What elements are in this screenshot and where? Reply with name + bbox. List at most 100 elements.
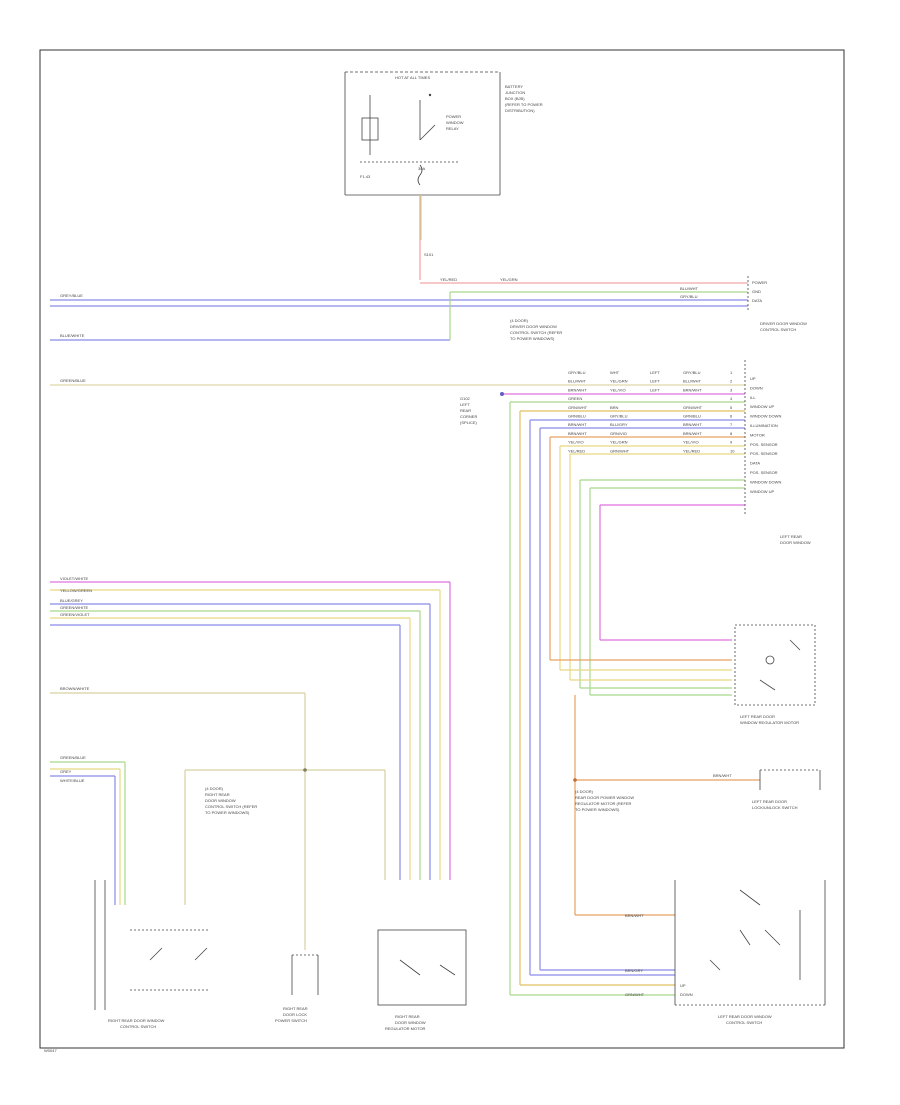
relay-label-2: WINDOW — [446, 120, 464, 125]
left-label-green-white: GREEN/WHITE — [60, 605, 89, 610]
terminal-label: ILLUMINATION — [750, 423, 778, 428]
connector-row-cell: GRN/WHT — [683, 405, 703, 410]
left-rear-motor-label-2: DOOR WINDOW — [780, 540, 811, 545]
left-label-white-blue: WHITE/BLUE — [60, 778, 85, 783]
connector-row-cell: 1 — [730, 370, 733, 375]
fuse-label: F1.43 — [360, 174, 371, 179]
mid-verticals — [509, 402, 760, 996]
connector-row-cell: GRN/WHT — [568, 405, 588, 410]
left-rear-motor-label-1: LEFT REAR — [780, 534, 802, 539]
term-data: DATA — [752, 298, 762, 303]
terminal-label: MOTOR — [750, 432, 765, 437]
bus-label-blu-wht: BLU/WHT — [680, 286, 699, 291]
rr-splice-note-5: TO POWER WINDOWS) — [205, 810, 250, 815]
term-power: POWER — [752, 280, 767, 285]
top-fuse-box: HOT AT ALL TIMES BATTERY JUNCTION BOX (B… — [344, 71, 543, 196]
connector-row-cell: LEFT — [650, 379, 660, 384]
top-bus: YEL/RED YEL/GRN BLU/WHT GRY/BLU GREY/BLU… — [50, 276, 807, 341]
connector-row-cell: YEL/VIO — [568, 440, 584, 445]
connector-row-cell: YEL/RED — [683, 448, 700, 453]
lr-switch-wire-2: BRN/GRY — [625, 968, 643, 973]
page-code: W0047 — [44, 1048, 57, 1053]
left-rear-lock-wire: BRN/WHT — [713, 773, 732, 778]
lr-switch-label-2: CONTROL SWITCH — [726, 1020, 762, 1025]
rr-lock-label-1: RIGHT REAR — [283, 1006, 308, 1011]
left-rear-window-switch: BRN/WHT BRN/GRY GRN/WHT UP DOWN LEFT REA… — [625, 880, 826, 1025]
connector-row-cell: 2 — [730, 379, 733, 384]
connector-row-cell: BRN/WHT — [683, 387, 702, 392]
connector-row-cell: GRN/BLU — [568, 414, 586, 419]
connector-row-cell: BRN/WHT — [683, 422, 702, 427]
left-splice-1: G102 — [460, 396, 471, 401]
terminal-label: WINDOW DOWN — [750, 479, 781, 484]
left-rear-lock-switch: BRN/WHT LEFT REAR DOOR LOCK/UNLOCK SWITC… — [575, 769, 821, 812]
terminal-label: WINDOW UP — [750, 489, 775, 494]
left-splice-5: (SPLICE) — [460, 420, 478, 425]
connector-row-cell: BLU/WHT — [683, 379, 702, 384]
connector-row-cell: YEL/GRN — [610, 440, 628, 445]
connector-row-cell: GRY/BLU — [683, 370, 701, 375]
connector-row-cell: 6 — [730, 414, 733, 419]
lr-switch-pin-down: DOWN — [680, 992, 693, 997]
lr-switch-label-1: LEFT REAR DOOR WINDOW — [718, 1014, 772, 1019]
right-rear-window-switch: RIGHT REAR DOOR WINDOW CONTROL SWITCH — [94, 880, 210, 1029]
fuse-note-2: JUNCTION — [505, 90, 525, 95]
left-rear-ctrl-note-2: REAR DOOR POWER WINDOW — [575, 795, 634, 800]
rr-splice-note-3: DOOR WINDOW — [205, 798, 236, 803]
left-label-grey: GREY — [60, 769, 72, 774]
connector-row-cell: GRY/BLU — [568, 370, 586, 375]
center-note-4: TO POWER WINDOWS) — [510, 336, 555, 341]
left-label-blue-white: BLUE/WHITE — [60, 333, 85, 338]
left-rear-ctrl-note-1: (4 DOOR) — [575, 789, 594, 794]
connector-row-cell: 7 — [730, 422, 733, 427]
rr-motor-label-1: RIGHT REAR — [395, 1014, 420, 1019]
rr-switch-label-2: CONTROL SWITCH — [120, 1024, 156, 1029]
term-gnd: GND — [752, 289, 761, 294]
left-rear-module-label-1: LEFT REAR DOOR — [740, 714, 775, 719]
left-rear-module-label-2: WINDOW REGULATOR MOTOR — [740, 720, 799, 725]
left-rear-lock-label-2: LOCK/UNLOCK SWITCH — [752, 805, 798, 810]
mid-connector: GREEN/BLUE G102 LEFT REAR CORNER (SPLICE… — [50, 360, 811, 545]
outer-frame — [39, 49, 845, 1049]
connector-row-cell: BRN/WHT — [568, 387, 587, 392]
connector-row-cell: BRN — [610, 405, 619, 410]
left-label-blue-grey: BLUE/GREY — [60, 598, 83, 603]
terminal-label: WINDOW UP — [750, 404, 775, 409]
bus-label-gry-blu: GRY/BLU — [680, 294, 698, 299]
connector-row-cell: GRY/BLU — [610, 414, 628, 419]
connector-row-cell: LEFT — [650, 387, 660, 392]
right-rear-window-motor: RIGHT REAR DOOR WINDOW REGULATOR MOTOR — [377, 929, 467, 1031]
splice-label: S101 — [424, 252, 434, 257]
rr-switch-label-1: RIGHT REAR DOOR WINDOW — [108, 1018, 165, 1023]
terminal-label: WINDOW DOWN — [750, 414, 781, 419]
lr-switch-wire-1: BRN/WHT — [625, 913, 644, 918]
left-label-yellow-green: YELLOW/GREEN — [60, 588, 92, 593]
rr-splice-note-1: (4 DOOR) — [205, 786, 224, 791]
left-splice-4: CORNER — [460, 414, 477, 419]
right-rear-lock-switch: RIGHT REAR DOOR LOCK POWER SWITCH — [275, 954, 319, 1023]
left-splice-3: REAR — [460, 408, 471, 413]
rr-splice-note-2: RIGHT REAR — [205, 792, 230, 797]
bus-label-yel-grn: YEL/GRN — [500, 277, 518, 282]
connector-row-cell: 3 — [730, 387, 733, 392]
left-label-green-blue-2: GREEN/BLUE — [60, 755, 86, 760]
terminal-label: DOWN — [750, 385, 763, 390]
left-rear-ctrl-note-3: REGULATOR MOTOR (REFER — [575, 801, 632, 806]
connector-row-cell: 9 — [730, 440, 733, 445]
center-note-2: DRIVER DOOR WINDOW — [510, 324, 557, 329]
rr-motor-label-3: REGULATOR MOTOR — [385, 1026, 426, 1031]
connector-row-cell: YEL/VIO — [683, 440, 699, 445]
connector-row-cell: 10 — [730, 448, 735, 453]
connector-row-cell: 5 — [730, 405, 733, 410]
connector-row-cell: BRN/WHT — [568, 431, 587, 436]
center-note-3: CONTROL SWITCH (REFER — [510, 330, 562, 335]
connector-row-cell: BLU/WHT — [568, 379, 587, 384]
connector-row-cell: LEFT — [650, 370, 660, 375]
left-splice-2: LEFT — [460, 402, 470, 407]
connector-row-cell: GRN/WHT — [610, 448, 630, 453]
left-rear-ctrl-note-4: TO POWER WINDOWS) — [575, 807, 620, 812]
connector-row-cell: 4 — [730, 396, 733, 401]
bus-label-yel-red: YEL/RED — [440, 277, 457, 282]
